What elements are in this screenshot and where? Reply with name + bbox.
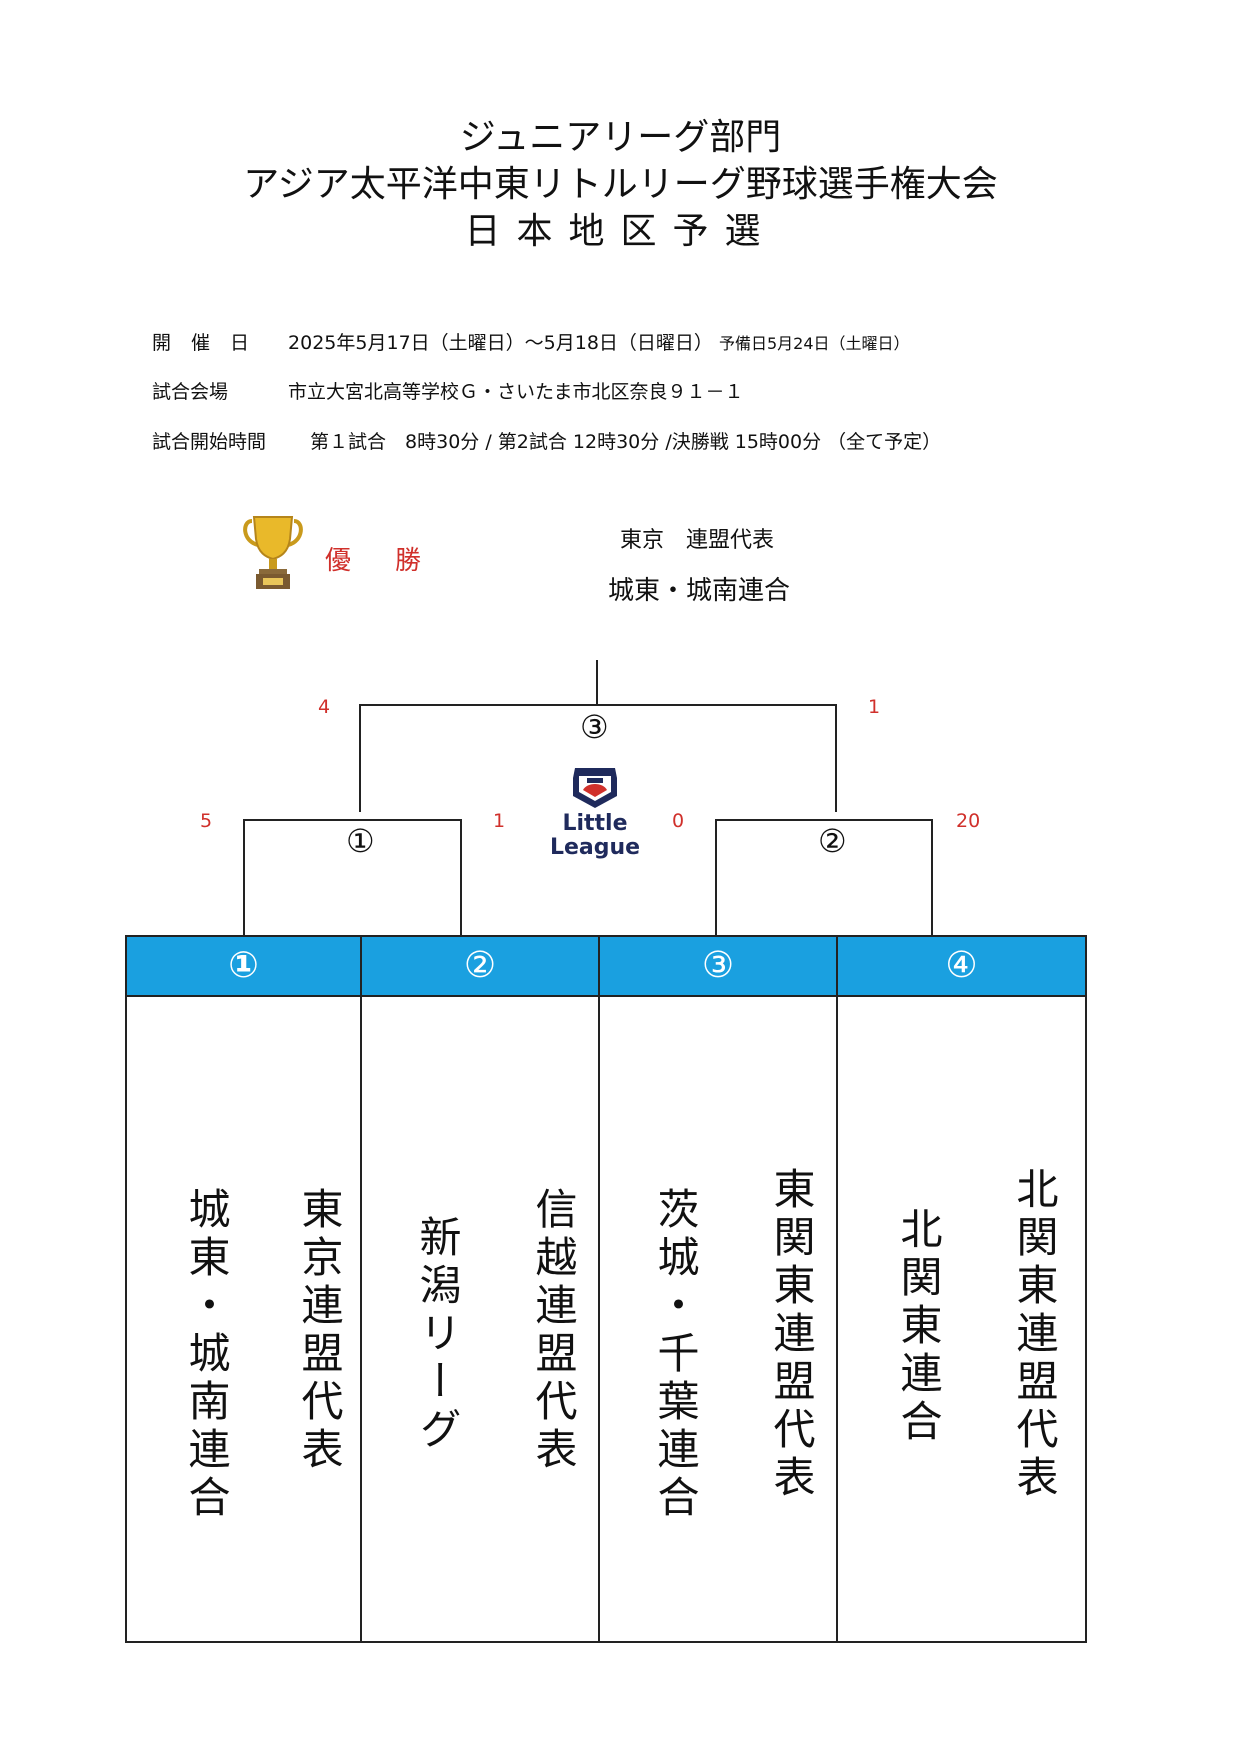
region-title: 日本地区予選	[464, 211, 777, 252]
semi1-score-left: 5	[200, 810, 213, 832]
team-column-2: ② 信越連盟代表 新潟リーグ	[362, 937, 600, 1641]
info-time-row: 試合開始時間 第１試合 8時30分 / 第2試合 12時30分 /決勝戦 15時…	[152, 427, 941, 454]
semi2-score-left: 0	[672, 810, 685, 832]
tournament-title: アジア太平洋中東リトルリーグ野球選手権大会	[243, 164, 998, 205]
time-label: 試合開始時間	[152, 431, 267, 453]
slot-header-2: ②	[362, 937, 598, 997]
semi1-match-number: ①	[346, 822, 375, 860]
semi2-score-right: 20	[956, 810, 981, 832]
semi2-match-number: ②	[818, 822, 847, 860]
team-column-3: ③ 東関東連盟代表 茨城・千葉連合	[600, 937, 838, 1641]
team-column-1: ① 東京連盟代表 城東・城南連合	[127, 937, 362, 1641]
team-association-1: 東京連盟代表	[295, 1187, 344, 1475]
slot-header-4: ④	[838, 937, 1085, 997]
semi1-score-right: 1	[493, 810, 506, 832]
division-title: ジュニアリーグ部門	[459, 117, 782, 158]
info-date-row: 開催日 2025年5月17日（土曜日）～5月18日（日曜日） 予備日5月24日（…	[152, 328, 910, 355]
venue-value: 市立大宮北高等学校Ｇ・さいたま市北区奈良９１－１	[288, 381, 744, 403]
team-association-4: 北関東連盟代表	[1010, 1167, 1059, 1503]
date-label: 開催日	[152, 332, 270, 354]
reserve-date: 予備日5月24日（土曜日）	[718, 334, 910, 353]
final-score-right: 1	[868, 696, 881, 718]
svg-text:League: League	[550, 835, 640, 860]
time-value: 第１試合 8時30分 / 第2試合 12時30分 /決勝戦 15時00分 （全て…	[310, 431, 942, 453]
info-venue-row: 試合会場 市立大宮北高等学校Ｇ・さいたま市北区奈良９１－１	[152, 377, 743, 404]
team-column-4: ④ 北関東連盟代表 北関東連合	[838, 937, 1085, 1641]
team-association-2: 信越連盟代表	[529, 1187, 578, 1475]
team-name-1: 城東・城南連合	[182, 1187, 231, 1523]
champion-label: 優勝	[325, 546, 466, 576]
final-score-left: 4	[318, 696, 331, 718]
teams-table: ① 東京連盟代表 城東・城南連合 ② 信越連盟代表 新潟リーグ ③ 東関東連盟代…	[125, 935, 1087, 1643]
little-league-logo: Little League	[550, 768, 640, 860]
slot-header-1: ①	[127, 937, 360, 997]
svg-text:Little: Little	[562, 811, 627, 836]
team-name-4: 北関東連合	[894, 1207, 943, 1447]
team-name-2: 新潟リーグ	[413, 1215, 462, 1455]
team-name-3: 茨城・千葉連合	[651, 1187, 700, 1523]
venue-label: 試合会場	[152, 381, 229, 403]
team-association-3: 東関東連盟代表	[767, 1167, 816, 1503]
champion-association: 東京 連盟代表	[620, 528, 775, 553]
slot-header-3: ③	[600, 937, 836, 997]
date-value: 2025年5月17日（土曜日）～5月18日（日曜日）	[288, 332, 713, 354]
final-match-number: ③	[580, 708, 609, 746]
trophy-icon	[243, 516, 303, 589]
champion-team: 城東・城南連合	[608, 576, 791, 606]
